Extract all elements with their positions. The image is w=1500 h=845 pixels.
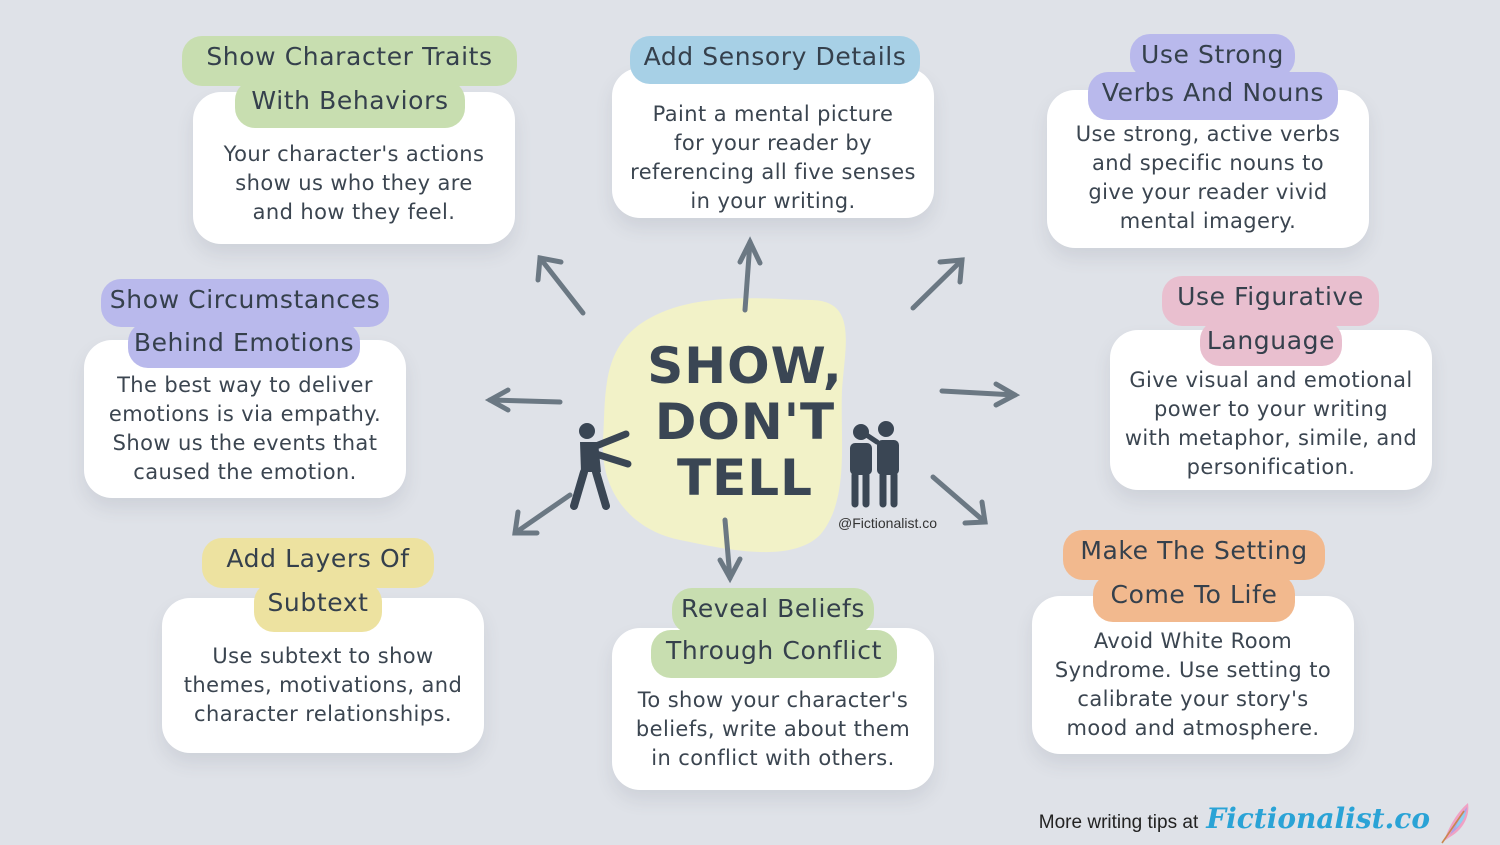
card-body-line: Paint a mental picture [652, 102, 894, 126]
title-figurative-2: Language [1200, 320, 1342, 366]
footer-brand-link[interactable]: Fictionalist.co [1206, 802, 1430, 835]
title-line: Behind Emotions [133, 328, 355, 357]
card-body-line: personification. [1186, 455, 1356, 479]
title-character-traits: Show Character Traits [182, 36, 517, 86]
card-body-line: character relationships. [194, 702, 452, 726]
title-line: Subtext [267, 588, 369, 617]
arrow-down-right [930, 474, 988, 526]
arrow-down [717, 517, 743, 584]
title-line: Add Layers Of [226, 544, 410, 573]
card-body-line: calibrate your story's [1077, 687, 1309, 711]
title-line: Through Conflict [665, 636, 883, 665]
arrow-right [939, 381, 1021, 408]
title-circumstances-2: Behind Emotions [128, 322, 360, 368]
card-body-line: give your reader vivid [1088, 180, 1328, 204]
center-title-line2: DON'T [654, 393, 836, 451]
card-body-line: Syndrome. Use setting to [1054, 658, 1332, 682]
title-line: Come To Life [1110, 580, 1278, 609]
card-body-line: Show us the events that [112, 431, 378, 455]
pointing-person-icon [570, 423, 632, 510]
title-line: Reveal Beliefs [680, 594, 866, 623]
whispering-people-icon [850, 421, 899, 508]
card-setting: Avoid White Room Syndrome. Use setting t… [1032, 596, 1354, 754]
center-title: SHOW, DON'T TELL [645, 338, 845, 506]
card-body-line: in conflict with others. [651, 745, 895, 770]
center-title-line3: TELL [677, 449, 813, 507]
card-body-line: To show your character's [637, 687, 909, 712]
card-body-line: themes, motivations, and [183, 673, 463, 697]
title-subtext: Add Layers Of [202, 538, 434, 588]
title-line: Show Character Traits [206, 42, 493, 71]
title-strong-verbs-2: Verbs And Nouns [1088, 72, 1338, 120]
card-body-line: referencing all five senses [630, 160, 916, 184]
title-figurative: Use Figurative [1162, 276, 1379, 326]
card-body-line: Use strong, active verbs [1075, 122, 1341, 146]
feather-icon [1441, 803, 1469, 844]
card-subtext: Use subtext to show themes, motivations,… [162, 598, 484, 753]
card-body-line: show us who they are [235, 170, 473, 195]
title-line: Verbs And Nouns [1101, 78, 1325, 107]
title-beliefs-2: Through Conflict [651, 630, 897, 678]
card-body-line: with metaphor, simile, and [1124, 426, 1418, 450]
arrow-up [737, 236, 763, 313]
card-body-line: emotions is via empathy. [108, 402, 382, 426]
title-subtext-2: Subtext [254, 582, 382, 632]
card-body-line: The best way to deliver [117, 373, 373, 397]
title-character-traits-2: With Behaviors [235, 80, 465, 128]
arrow-up-right [910, 257, 965, 311]
arrow-down-left [512, 492, 573, 536]
card-body-line: caused the emotion. [133, 460, 357, 484]
title-beliefs: Reveal Beliefs [672, 588, 874, 634]
card-body-line: and how they feel. [252, 199, 456, 224]
card-body-line: Avoid White Room [1093, 629, 1293, 653]
title-line: Language [1206, 326, 1336, 355]
title-setting-2: Come To Life [1093, 574, 1295, 622]
card-body-line: mood and atmosphere. [1066, 716, 1320, 740]
title-line: Use Figurative [1177, 282, 1364, 311]
title-line: Add Sensory Details [643, 42, 907, 71]
card-body-line: beliefs, write about them [635, 716, 911, 741]
card-body-line: Your character's actions [223, 141, 485, 166]
title-line: Make The Setting [1080, 536, 1308, 565]
title-strong-verbs: Use Strong [1130, 34, 1295, 78]
card-body-line: Give visual and emotional [1129, 368, 1413, 392]
title-sensory: Add Sensory Details [630, 36, 920, 84]
footer: More writing tips at Fictionalist.co [1038, 802, 1472, 844]
title-line: With Behaviors [251, 86, 449, 115]
footer-text: More writing tips at [1038, 812, 1199, 833]
card-body-line: mental imagery. [1119, 209, 1297, 233]
center-title-line1: SHOW, [647, 337, 843, 395]
title-circumstances: Show Circumstances [101, 279, 389, 327]
card-body-line: and specific nouns to [1091, 151, 1325, 175]
arrow-left [484, 387, 563, 413]
card-body-line: in your writing. [690, 189, 856, 213]
author-handle: @Fictionalist.co [838, 515, 938, 531]
title-setting: Make The Setting [1063, 530, 1325, 580]
card-body-line: for your reader by [674, 131, 872, 155]
card-body-line: Use subtext to show [212, 644, 434, 668]
arrow-up-left [535, 255, 586, 316]
title-line: Use Strong [1140, 40, 1285, 69]
title-line: Show Circumstances [109, 285, 381, 314]
card-sensory: Paint a mental picture for your reader b… [612, 68, 934, 218]
card-body-line: power to your writing [1153, 397, 1388, 421]
